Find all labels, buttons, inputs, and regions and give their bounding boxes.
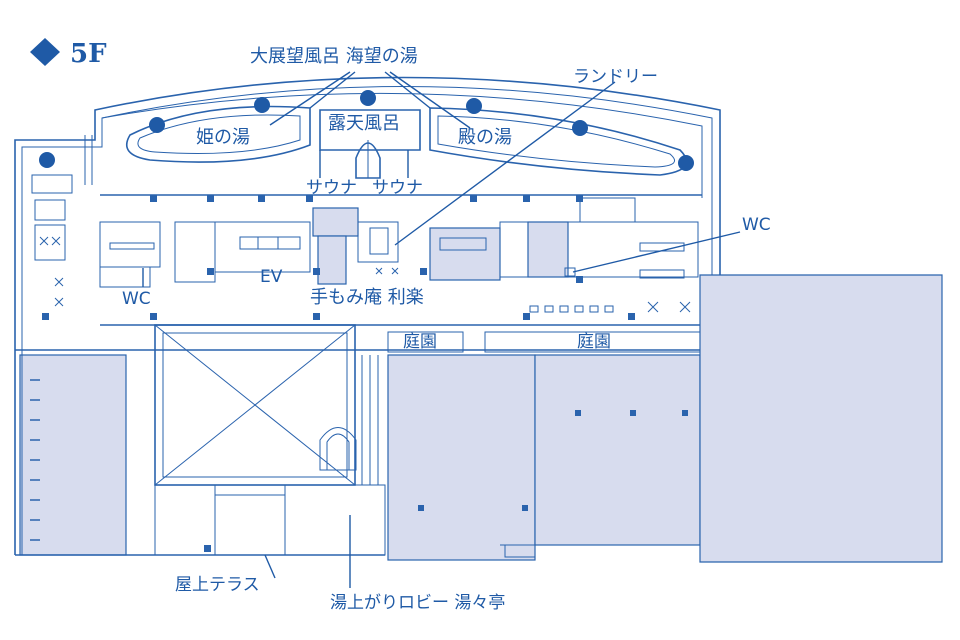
laundry-room (429, 227, 501, 281)
ev-label: EV (260, 267, 283, 287)
himenoyu-label: 姫の湯 (196, 127, 250, 148)
lamp-dot-icon (39, 152, 55, 168)
furniture (39, 236, 691, 313)
lamp-markers (39, 90, 694, 171)
map-labels: 大展望風呂 海望の湯 ランドリー 姫の湯 露天風呂 殿の湯 サウナ サウナ WC… (122, 46, 771, 613)
east-service-room (527, 221, 569, 278)
tononoyu-label: 殿の湯 (458, 127, 512, 148)
interior-rooms (31, 135, 699, 288)
ev-core (317, 235, 347, 285)
sauna-left-label: サウナ (306, 178, 357, 198)
wc-right-label: WC (742, 215, 771, 235)
floor-marker: 5F (30, 38, 107, 69)
lamp-dot-icon (254, 97, 270, 113)
sauna-right-label: サウナ (372, 178, 423, 198)
lamp-dot-icon (678, 155, 694, 171)
rotenburo-label: 露天風呂 (328, 113, 400, 134)
rooftop-terrace-label: 屋上テラス (175, 575, 260, 595)
leader-lines (142, 71, 741, 588)
east-block (534, 354, 701, 546)
lamp-dot-icon (149, 117, 165, 133)
teien-right-label: 庭園 (577, 332, 611, 352)
rotenburo-tub (355, 142, 381, 179)
center-block (387, 354, 536, 561)
himenoyu-pool (125, 105, 311, 163)
west-ticks (30, 379, 40, 541)
shaded-areas (19, 207, 943, 563)
west-block (19, 354, 127, 556)
baths (125, 105, 688, 179)
lamp-dot-icon (572, 120, 588, 136)
rotenburo-area (319, 109, 421, 151)
laundry-label: ランドリー (573, 67, 658, 87)
lobby-label: 湯上がりロビー 湯々亭 (330, 593, 505, 613)
lower-structures (154, 324, 701, 558)
diamond-icon (30, 38, 60, 66)
lamp-dot-icon (466, 98, 482, 114)
massage-label: 手もみ庵 利楽 (310, 287, 424, 308)
floor-label: 5F (70, 39, 107, 69)
sauna-left-room (312, 207, 359, 237)
columns (42, 195, 688, 552)
lamp-dot-icon (360, 90, 376, 106)
teien-left-label: 庭園 (403, 332, 437, 352)
far-east-block (699, 274, 943, 563)
wc-left-label: WC (122, 289, 151, 309)
onsen-title-label: 大展望風呂 海望の湯 (250, 46, 418, 67)
